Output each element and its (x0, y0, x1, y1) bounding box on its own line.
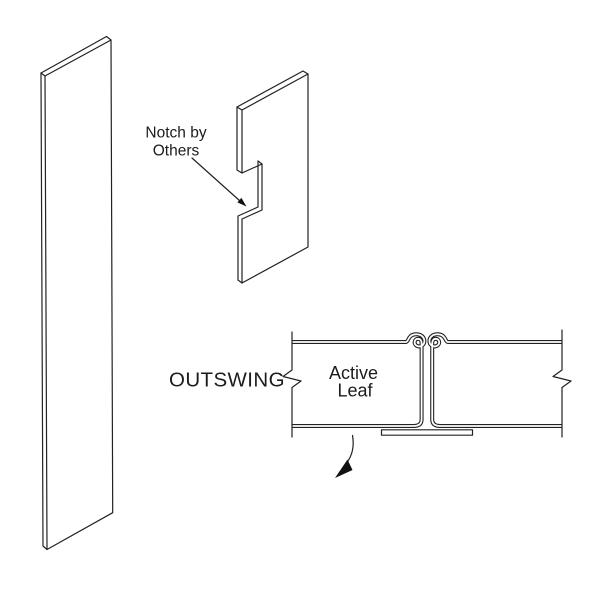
notch-leader-arrowhead-icon (237, 197, 247, 207)
active-leaf-label-line1: Active (329, 363, 378, 383)
notched-panel-top-edge (236, 70, 309, 108)
outswing-label: OUTSWING (169, 369, 285, 392)
swing-arrow (335, 434, 354, 478)
inactive-leaf-profile (427, 332, 564, 428)
notched-panel-top-left-join (236, 106, 243, 111)
notch-inner-edge (237, 160, 263, 284)
flat-bar-front-face (44, 39, 114, 551)
notched-panel-front-face (241, 73, 309, 284)
astragal-plate (380, 429, 474, 436)
notched-panel-3d (236, 70, 309, 284)
flat-bar-top-edge (40, 35, 112, 74)
active-leaf-label-line2: Leaf (337, 381, 373, 401)
meeting-stile-section: OUTSWING Active Leaf (169, 329, 572, 478)
notched-panel-upper-left-edge (236, 106, 243, 174)
swing-arrow-curve (345, 434, 354, 464)
flat-bar-left-edge (40, 72, 48, 551)
active-leaf-profile (292, 332, 427, 428)
notch-callout: Notch by Others (145, 125, 247, 207)
right-break-line (552, 329, 572, 438)
flat-bar-3d (40, 35, 114, 551)
flat-bar-top-left-join (40, 72, 46, 77)
notch-leader-line (191, 157, 241, 202)
notch-callout-text-line2: Others (153, 143, 200, 160)
swing-arrowhead-icon (335, 459, 353, 478)
notch-callout-text-line1: Notch by (145, 125, 206, 142)
active-leaf-sheet-core (292, 333, 426, 427)
left-break-line (282, 331, 302, 438)
